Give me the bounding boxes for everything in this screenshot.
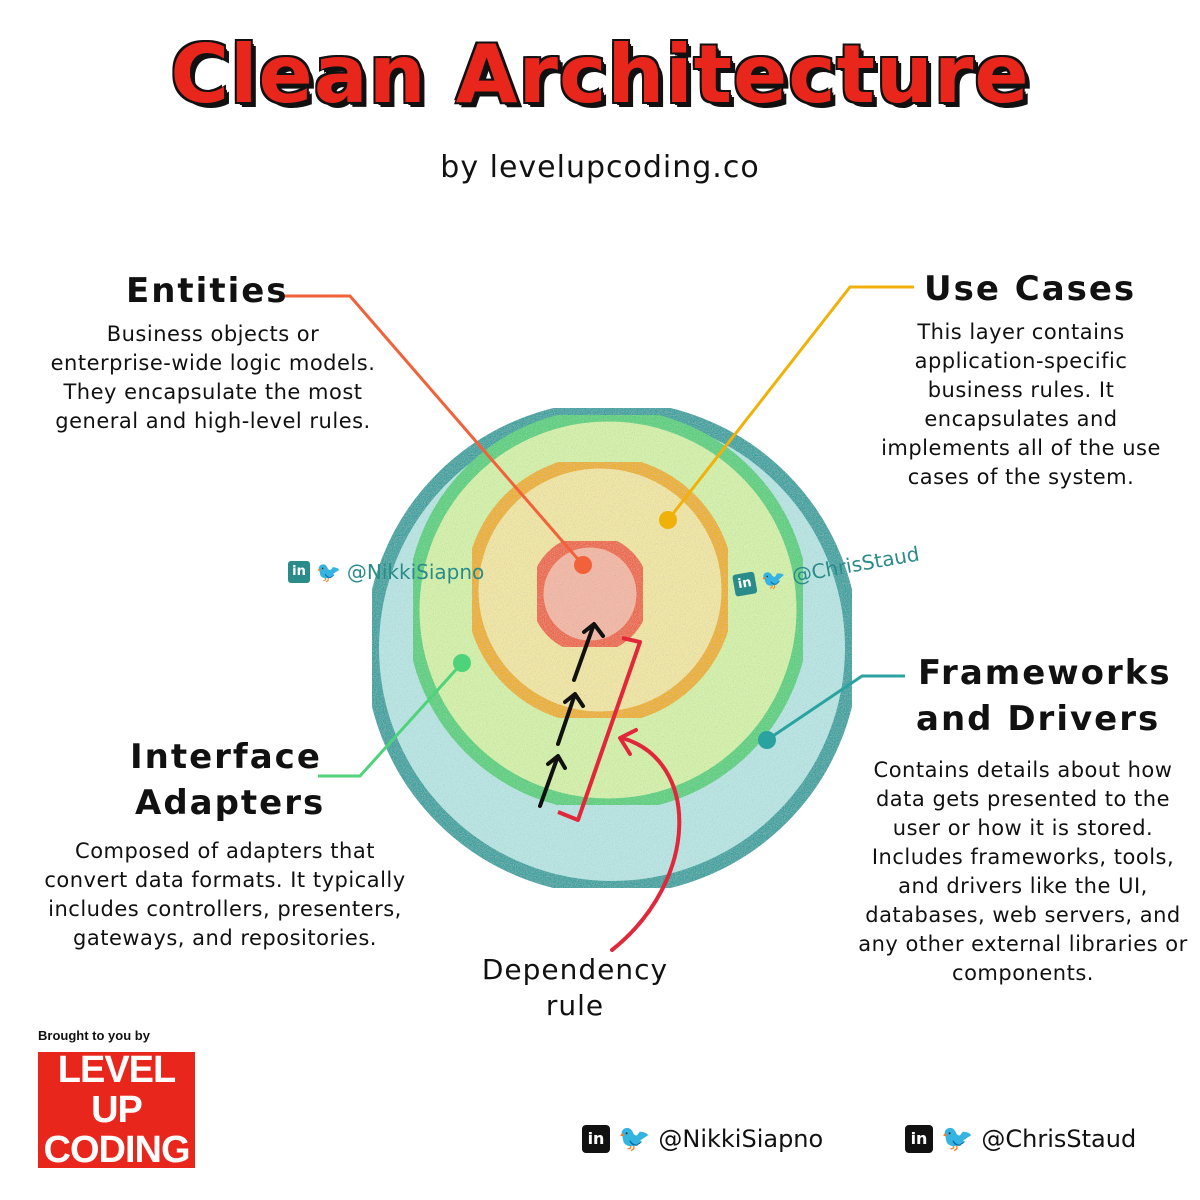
use-cases-dot <box>659 511 677 529</box>
interface-adapters-leader-line <box>318 661 464 778</box>
brought-to-you-by: Brought to you by <box>38 1028 150 1043</box>
logo-line1: LEVEL UP <box>57 1049 176 1131</box>
twitter-icon: 🐦 <box>941 1124 974 1154</box>
entities-dot <box>574 556 592 574</box>
watermark-nikki: in 🐦 @NikkiSiapno <box>288 560 484 584</box>
entities-title: Entities <box>126 271 289 311</box>
logo-line2: CODING <box>43 1129 191 1171</box>
dependency-curve-arrowhead <box>618 728 638 756</box>
frameworks-drivers-title-line2: and Drivers <box>916 699 1161 739</box>
twitter-icon: 🐦 <box>316 560 341 584</box>
page-subtitle: by levelupcoding.co <box>440 150 760 185</box>
entities-core <box>530 534 650 654</box>
footer-chris-handle: @ChrisStaud <box>981 1125 1137 1153</box>
interface-adapters-title-line1: Interface <box>130 737 322 777</box>
use-cases-leader-line <box>666 285 914 521</box>
footer-social-chris[interactable]: in 🐦 @ChrisStaud <box>905 1124 1136 1154</box>
dependency-rule-line1: Dependency <box>481 953 669 986</box>
dependency-bracket <box>557 636 642 822</box>
linkedin-icon: in <box>905 1125 933 1153</box>
entities-leader-line <box>283 294 585 566</box>
use-cases-description: This layer contains application-specific… <box>881 320 1161 489</box>
entities-description: Business objects or enterprise-wide logi… <box>50 322 376 433</box>
dependency-arrow-2 <box>556 692 585 746</box>
footer-social-nikki[interactable]: in 🐦 @NikkiSiapno <box>582 1124 823 1154</box>
interface-adapters-dot <box>453 654 471 672</box>
dependency-rule-label: Dependency rule <box>470 952 680 1024</box>
interface-adapters-description: Composed of adapters that convert data f… <box>44 839 406 950</box>
footer-nikki-handle: @NikkiSiapno <box>658 1125 824 1153</box>
dependency-curve-arrow <box>610 736 682 952</box>
twitter-icon: 🐦 <box>618 1124 651 1154</box>
frameworks-drivers-dot <box>758 731 776 749</box>
dependency-arrow-3 <box>572 622 605 682</box>
frameworks-drivers-description: Contains details about how data gets pre… <box>858 758 1188 985</box>
frameworks-drivers-title-line1: Frameworks <box>918 653 1172 693</box>
frameworks-drivers-leader-line <box>766 674 905 742</box>
level-up-coding-logo[interactable]: LEVEL UP CODING <box>38 1049 195 1171</box>
interface-adapters-title-line2: Adapters <box>135 783 326 823</box>
dependency-arrow-1 <box>538 754 567 808</box>
page-title: Clean Architecture <box>170 28 1030 121</box>
twitter-icon: 🐦 <box>759 564 789 593</box>
linkedin-icon: in <box>732 571 758 597</box>
dependency-arrows <box>538 622 605 808</box>
use-cases-title: Use Cases <box>924 269 1137 309</box>
dependency-rule-line2: rule <box>545 989 605 1022</box>
linkedin-icon: in <box>288 561 310 583</box>
linkedin-icon: in <box>582 1125 610 1153</box>
watermark-nikki-handle: @NikkiSiapno <box>346 560 485 584</box>
